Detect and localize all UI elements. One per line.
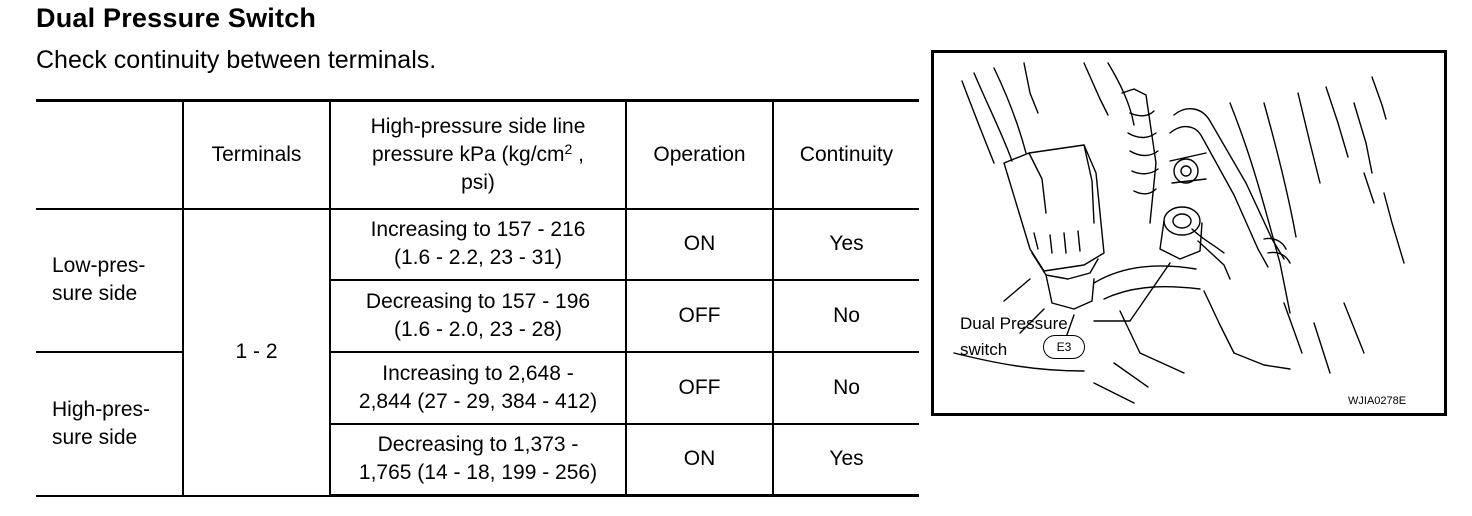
table-row: Decreasing to 1,373 - 1,765 (14 - 18, 19… xyxy=(36,423,919,497)
figure-code: WJIA0278E xyxy=(1348,395,1407,407)
operation-cell: ON xyxy=(625,423,773,497)
header-pressure-tail: , psi) xyxy=(461,142,585,194)
pressure-cell: Decreasing to 1,373 - 1,765 (14 - 18, 19… xyxy=(329,423,626,497)
table-row: High-pres- sure side Increasing to 2,648… xyxy=(36,351,919,497)
header-continuity: Continuity xyxy=(772,99,919,210)
engine-bay-line-drawing xyxy=(953,62,1405,404)
dual-pressure-switch-figure: Dual Pressure switch E3 WJIA0278E xyxy=(931,50,1447,416)
operation-cell: ON xyxy=(625,208,773,281)
continuity-table: Terminals High-pressure side line pressu… xyxy=(36,99,919,497)
header-pressure-text: High-pressure side line pressure kPa (kg… xyxy=(370,114,586,166)
table-row: Decreasing to 157 - 196 (1.6 - 2.0, 23 -… xyxy=(36,279,919,353)
pressure-cell: Increasing to 2,648 - 2,844 (27 - 29, 38… xyxy=(329,351,626,425)
figure-callout-label: Dual Pressure switch xyxy=(960,314,1068,359)
table-header-row: Terminals High-pressure side line pressu… xyxy=(36,99,919,210)
pressure-cell: Increasing to 157 - 216 (1.6 - 2.2, 23 -… xyxy=(329,208,626,281)
continuity-cell: Yes xyxy=(772,208,919,281)
terminals-cell: 1 - 2 xyxy=(182,208,330,497)
operation-cell: OFF xyxy=(625,279,773,353)
header-blank xyxy=(36,99,183,210)
side-low-pressure: Low-pres- sure side xyxy=(36,208,183,353)
connector-badge: E3 xyxy=(1043,335,1085,359)
continuity-cell: No xyxy=(772,351,919,425)
continuity-cell: Yes xyxy=(772,423,919,497)
header-operation: Operation xyxy=(625,99,773,210)
header-terminals: Terminals xyxy=(182,99,330,210)
header-pressure-superscript: 2 xyxy=(564,140,573,157)
header-pressure: High-pressure side line pressure kPa (kg… xyxy=(329,99,626,210)
operation-cell: OFF xyxy=(625,351,773,425)
table-row: Low-pres- sure side 1 - 2 Increasing to … xyxy=(36,208,919,497)
page-subtitle: Check continuity between terminals. xyxy=(36,46,437,74)
pressure-cell: Decreasing to 157 - 196 (1.6 - 2.0, 23 -… xyxy=(329,279,626,353)
continuity-cell: No xyxy=(772,279,919,353)
side-high-pressure: High-pres- sure side xyxy=(36,351,183,497)
page-title: Dual Pressure Switch xyxy=(36,3,317,33)
